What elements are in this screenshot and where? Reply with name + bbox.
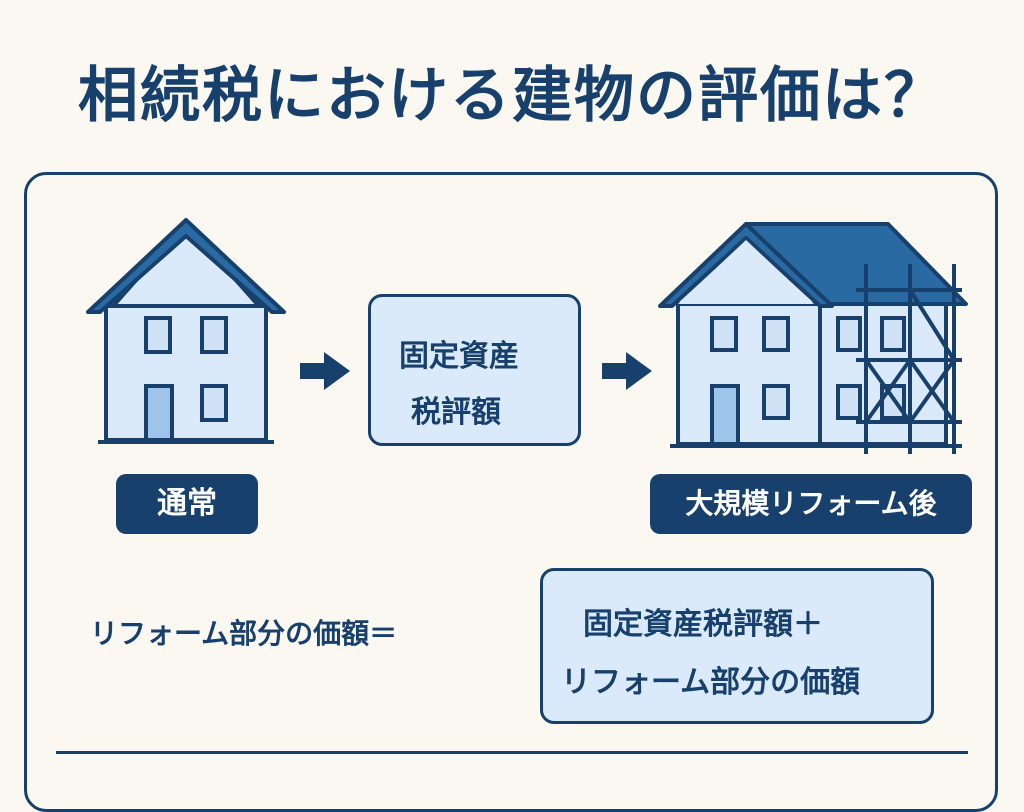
- formula-line1: 固定資産税評額＋: [583, 607, 823, 642]
- renovated-house-icon: [658, 222, 968, 454]
- formula-line2: リフォーム部分の価額: [561, 665, 861, 700]
- page-title: 相続税における建物の評価は？: [78, 61, 946, 131]
- bottom-divider: [56, 751, 968, 754]
- fixed-asset-tax-line2: 税評額: [411, 395, 501, 430]
- fixed-asset-tax-box: 固定資産 税評額: [368, 294, 581, 446]
- fixed-asset-tax-line1: 固定資産: [399, 339, 519, 374]
- right-arrow-icon: [602, 352, 652, 390]
- house-normal-icon: [86, 218, 286, 444]
- formula-box: 固定資産税評額＋ リフォーム部分の価額: [540, 568, 934, 724]
- formula-left-text: リフォーム部分の価額＝: [90, 617, 398, 650]
- normal-label: 通常: [116, 474, 258, 534]
- after-reform-label: 大規模リフォーム後: [650, 474, 972, 534]
- right-arrow-icon: [300, 352, 350, 390]
